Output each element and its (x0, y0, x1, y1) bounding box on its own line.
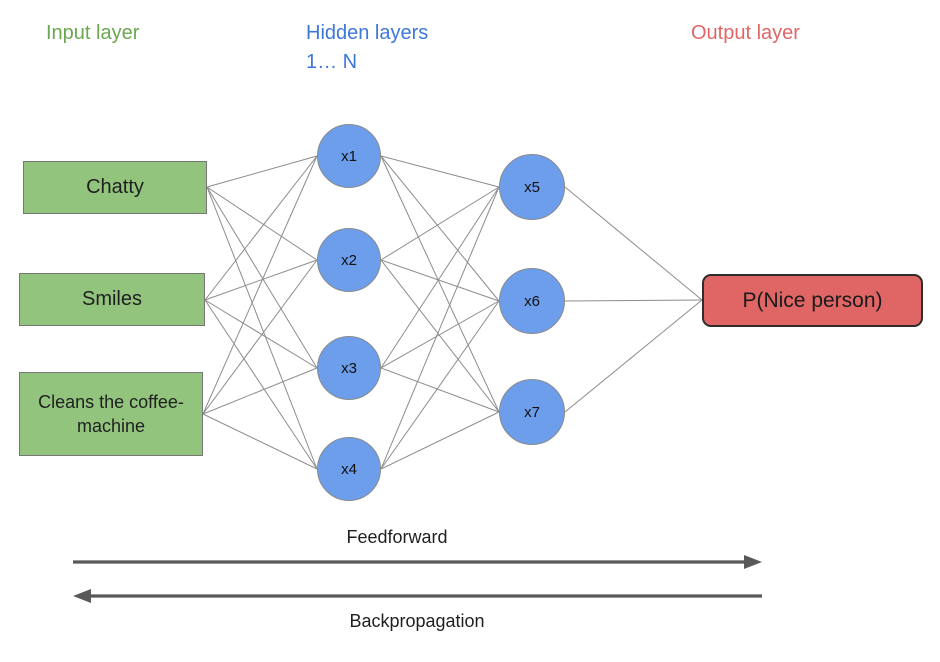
input-node-label: Chatty (86, 176, 144, 198)
hidden-node-label: x6 (524, 292, 540, 310)
hidden-node-label: x2 (341, 251, 357, 269)
hidden-node-x7: x7 (499, 379, 565, 445)
hidden-layers-heading-line1: Hidden layers (306, 22, 429, 44)
backpropagation-label: Backpropagation (349, 611, 485, 631)
hidden-layers-heading-line2: 1… N (306, 51, 358, 73)
hidden-node-label: x1 (341, 147, 357, 165)
input-layer-heading: Input layer (46, 22, 140, 44)
hidden-node-x4: x4 (317, 437, 381, 501)
hidden-node-label: x3 (341, 359, 357, 377)
hidden-node-label: x4 (341, 460, 357, 478)
hidden-node-x3: x3 (317, 336, 381, 400)
output-node-label: P(Nice person) (742, 288, 883, 312)
hidden-node-label: x7 (524, 403, 540, 421)
input-node-label: Smiles (81, 288, 142, 310)
output-node-nice-person: P(Nice person) (702, 274, 923, 327)
hidden-node-x2: x2 (317, 228, 381, 292)
output-layer-heading: Output layer (691, 22, 800, 44)
hidden-node-label: x5 (524, 178, 540, 196)
input-node-chatty: Chatty (23, 161, 207, 214)
hidden-layers-heading: Hidden layers 1… N (306, 19, 428, 77)
feedforward-label: Feedforward (346, 527, 448, 547)
hidden-node-x6: x6 (499, 268, 565, 334)
input-node-label: Cleans the coffee-machine (38, 392, 184, 436)
input-node-smiles: Smiles (19, 273, 205, 326)
input-node-cleans-coffee-machine: Cleans the coffee-machine (19, 372, 203, 456)
hidden-node-x5: x5 (499, 154, 565, 220)
hidden-node-x1: x1 (317, 124, 381, 188)
